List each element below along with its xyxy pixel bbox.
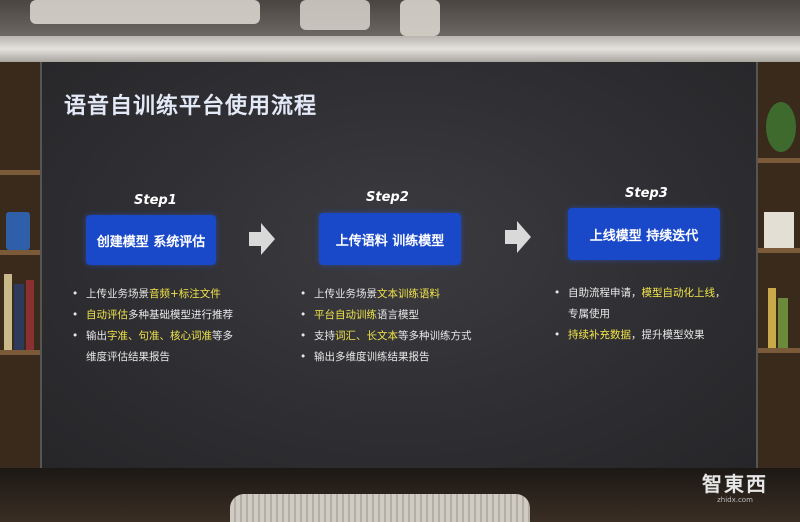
blue-box: [6, 212, 30, 250]
bullet-text: ，提升模型效果: [631, 329, 705, 341]
shelf: [0, 170, 40, 175]
bullet-item: • 上传业务场景音频+标注文件: [72, 284, 233, 305]
ceiling-pipe: [400, 0, 440, 36]
highlight-text: 文本训练语料: [377, 288, 440, 300]
right-arrow-icon: [249, 223, 275, 255]
step2-label: Step2: [366, 190, 409, 205]
bullet-item: • 平台自动训练语言模型: [300, 305, 472, 326]
bullet-text: 上传业务场景: [86, 288, 149, 300]
highlight-text: 模型自动化上线: [641, 287, 716, 299]
bullet-text: 多种基础模型进行推荐: [128, 309, 233, 321]
step3-box: 上线模型 持续迭代: [568, 208, 720, 260]
desk-fan: [230, 494, 530, 522]
bullet-item: • 持续补充数据，提升模型效果: [554, 325, 726, 346]
bullet-dot-icon: •: [300, 351, 307, 363]
bullet-item: • 自助流程申请，模型自动化上线，: [554, 283, 726, 304]
shelf: [758, 248, 800, 253]
book: [14, 284, 24, 350]
bullet-dot-icon: •: [554, 329, 561, 341]
bullet-text: 上传业务场景: [314, 288, 377, 300]
step1-label: Step1: [134, 193, 177, 208]
ceiling-pipe: [30, 0, 260, 24]
bullet-text: 支持: [314, 330, 335, 342]
watermark-logo: 智東西 zhidx.com: [690, 472, 780, 512]
bullet-text: 自助流程申请，: [568, 287, 642, 299]
bullet-text: 语言模型: [377, 309, 419, 321]
bullet-item: • 输出多维度训练结果报告: [300, 347, 472, 368]
bullet-item: • 自动评估多种基础模型进行推荐: [72, 305, 233, 326]
bullet-text: 输出多维度训练结果报告: [314, 351, 430, 363]
bullet-text: 等多种训练方式: [398, 330, 472, 342]
highlight-text: 字准、句准、核心词准: [107, 330, 212, 342]
watermark-url: zhidx.com: [717, 496, 753, 504]
right-arrow-icon: [505, 221, 531, 253]
bullet-dot-icon: •: [72, 330, 79, 342]
step2-box: 上传语料 训练模型: [319, 213, 461, 265]
bullet-dot-icon: •: [554, 287, 561, 299]
bullet-text: 等多: [212, 330, 233, 342]
bullet-dot-icon: •: [72, 309, 79, 321]
bookshelf-right: [758, 62, 800, 522]
bullet-dot-icon: •: [300, 309, 307, 321]
projector-screen-roller: [0, 36, 800, 62]
projection-screen: [40, 62, 758, 468]
step1-box: 创建模型 系统评估: [86, 215, 216, 265]
bullet-text: ，: [715, 287, 726, 299]
shelf: [0, 350, 40, 355]
highlight-text: 平台自动训练: [314, 309, 377, 321]
ceiling-pipe: [300, 0, 370, 30]
slide-title: 语音自训练平台使用流程: [64, 94, 318, 119]
step3-label: Step3: [625, 186, 668, 201]
bullet-item: • 上传业务场景文本训练语料: [300, 284, 472, 305]
bullet-item: 维度评估结果报告: [72, 347, 233, 368]
highlight-text: 音频+标注文件: [149, 288, 221, 300]
bullet-dot-icon: •: [300, 288, 307, 300]
book: [4, 274, 12, 350]
bullet-dot-icon: •: [72, 288, 79, 300]
bullet-dot-icon: •: [300, 330, 307, 342]
step1-bullets: • 上传业务场景音频+标注文件 • 自动评估多种基础模型进行推荐 • 输出字准、句准、核心…: [72, 284, 233, 368]
step3-bullets: • 自助流程申请，模型自动化上线， 专属使用 • 持续补充数据，提升模型效果: [554, 283, 726, 346]
bullet-item: • 支持词汇、长文本等多种训练方式: [300, 326, 472, 347]
step2-bullets: • 上传业务场景文本训练语料 • 平台自动训练语言模型 • 支持词汇、长文本等多种训练方式…: [300, 284, 472, 368]
bullet-item: 专属使用: [554, 304, 726, 325]
highlight-text: 持续补充数据: [568, 329, 631, 341]
shelf-object: [764, 212, 794, 248]
highlight-text: 自动评估: [86, 309, 128, 321]
bullet-text: 专属使用: [568, 308, 610, 320]
book: [768, 288, 776, 348]
bullet-item: • 输出字准、句准、核心词准等多: [72, 326, 233, 347]
shelf: [0, 250, 40, 255]
book: [26, 280, 34, 350]
bullet-text: 维度评估结果报告: [86, 351, 170, 363]
bullet-text: 输出: [86, 330, 107, 342]
bookshelf-left: [0, 62, 40, 522]
shelf: [758, 348, 800, 353]
book: [778, 298, 788, 348]
highlight-text: 词汇、长文本: [335, 330, 398, 342]
watermark-text: 智東西: [702, 472, 768, 496]
plant: [766, 102, 796, 152]
shelf: [758, 158, 800, 163]
